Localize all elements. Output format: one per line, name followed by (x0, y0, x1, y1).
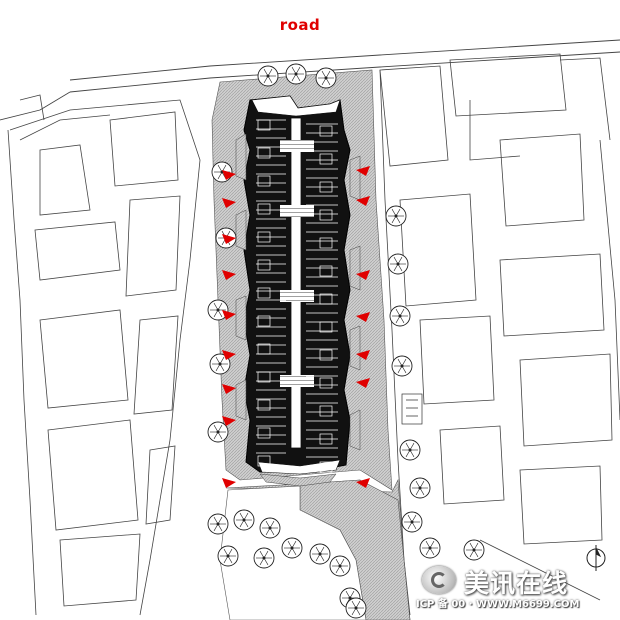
block-side-steps (235, 133, 361, 487)
watermark: 美讯在线 ICP 备 00 · WWW.M6699.COM (416, 564, 616, 610)
entrance-arrow-icon (222, 166, 370, 488)
road-label: road (279, 16, 321, 34)
watermark-title: 美讯在线 (464, 569, 569, 598)
bike-shelter (401, 393, 423, 425)
residential-block (243, 95, 351, 475)
north-arrow-icon (586, 545, 606, 571)
watermark-subtitle: ICP 备 00 · WWW.M6699.COM (416, 599, 580, 610)
watermark-logo-icon (422, 566, 456, 594)
surrounding-buildings (7, 53, 620, 616)
tree-symbol-icon (207, 63, 485, 619)
